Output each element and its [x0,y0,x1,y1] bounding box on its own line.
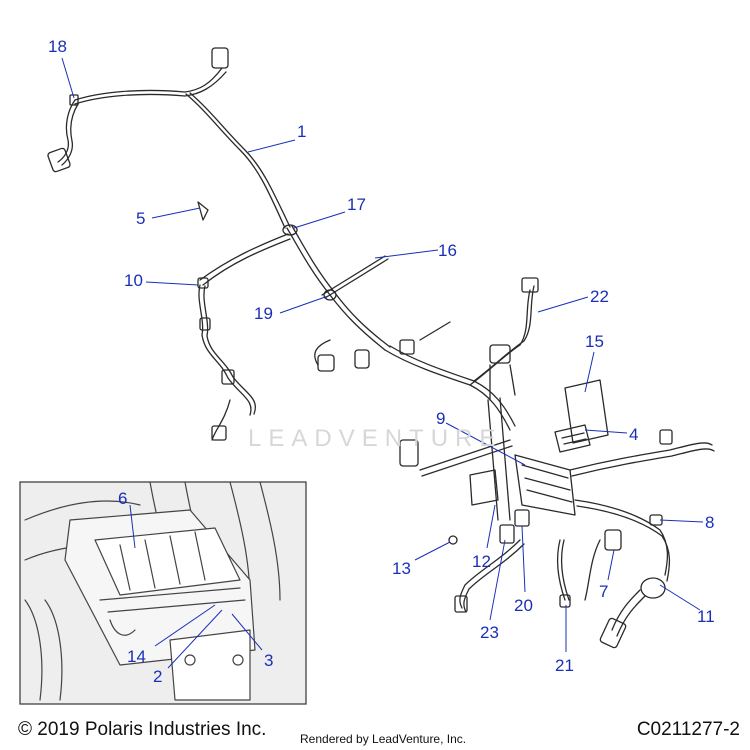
callout-10[interactable]: 10 [124,271,143,290]
callout-9[interactable]: 9 [436,409,446,428]
rendered-by-text: Rendered by LeadVenture, Inc. [300,732,467,746]
callout-15[interactable]: 15 [585,332,604,351]
leadventure-watermark: LEADVENTURE [248,425,503,452]
callout-23[interactable]: 23 [480,623,499,642]
callout-19[interactable]: 19 [254,304,273,323]
callout-7[interactable]: 7 [599,582,609,601]
callout-16[interactable]: 16 [438,241,457,260]
callout-3[interactable]: 3 [264,651,274,670]
callout-11[interactable]: 11 [697,607,715,626]
callout-22[interactable]: 22 [590,287,609,306]
callout-13[interactable]: 13 [392,559,411,578]
copyright-text: © 2019 Polaris Industries Inc. [18,719,267,740]
callout-5[interactable]: 5 [136,209,146,228]
callout-2[interactable]: 2 [153,667,163,686]
callout-4[interactable]: 4 [629,425,639,444]
callout-8[interactable]: 8 [705,513,715,532]
harness-front [384,277,715,649]
callout-6[interactable]: 6 [118,489,128,508]
callout-14[interactable]: 14 [127,647,146,666]
callout-18[interactable]: 18 [48,37,67,56]
callout-21[interactable]: 21 [555,656,574,675]
leader-lines [61,57,704,669]
harness-rear [47,47,451,441]
part-code: C0211277-2 [636,719,740,740]
callout-1[interactable]: 1 [297,122,307,141]
inset-detail [19,481,307,705]
callout-20[interactable]: 20 [514,596,533,615]
callout-17[interactable]: 17 [347,195,366,214]
callout-12[interactable]: 12 [472,552,491,571]
